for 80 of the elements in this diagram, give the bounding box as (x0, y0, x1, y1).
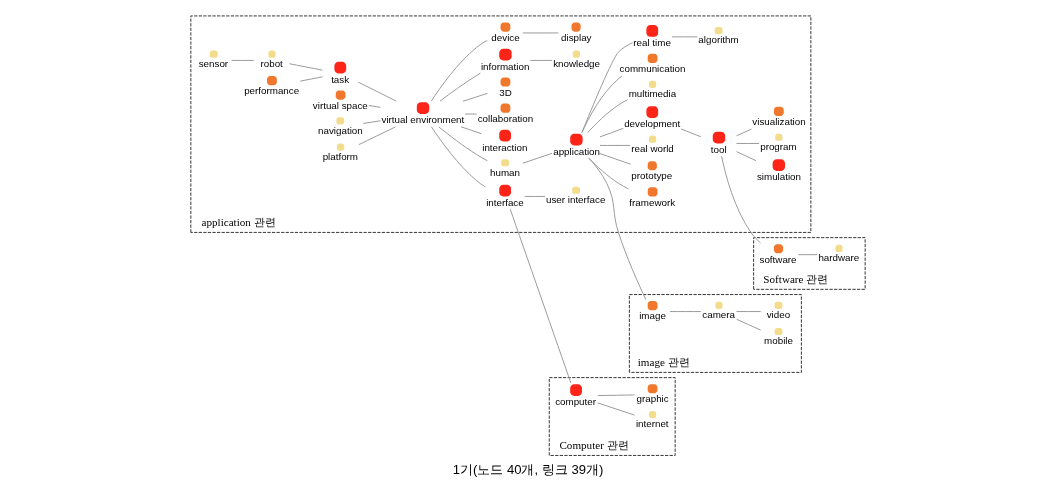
connector (430, 39, 488, 102)
node-label: camera (701, 309, 735, 321)
connector (362, 120, 381, 124)
node-label: graphic (636, 393, 669, 405)
connector (735, 151, 756, 162)
connector (367, 104, 381, 108)
node-label: 3D (498, 86, 512, 98)
caption: 1기(노드 40개, 링크 39개) (452, 461, 603, 477)
node-label: collaboration (477, 112, 533, 124)
connector (461, 92, 488, 102)
node-label: information (480, 60, 529, 72)
connector (529, 59, 552, 61)
node-label: image (638, 310, 666, 322)
connector (357, 81, 397, 102)
node-label: software (759, 253, 797, 265)
connector (230, 59, 254, 61)
node-label: display (560, 31, 592, 43)
connector (430, 126, 486, 188)
node-label: tool (710, 143, 727, 155)
node-label: user interface (545, 193, 605, 205)
node-label: real world (630, 142, 674, 154)
connector (735, 143, 760, 144)
connector (357, 126, 396, 146)
connector (599, 153, 631, 165)
connector (299, 76, 323, 82)
connector (580, 42, 633, 133)
node-label: device (490, 31, 520, 43)
connector (596, 394, 635, 397)
node-label: program (759, 141, 797, 153)
connector (288, 63, 323, 71)
node-label: internet (635, 418, 669, 430)
node-label: development (623, 118, 680, 130)
connector (521, 32, 559, 34)
connector (670, 36, 698, 38)
connector (581, 75, 622, 133)
connector (521, 152, 552, 164)
node-label: virtual space (312, 99, 368, 111)
node-label: hardware (817, 252, 859, 264)
node-label: prototype (630, 170, 672, 182)
connector (596, 402, 635, 416)
node-label: algorithm (697, 34, 739, 46)
node-label: sensor (198, 57, 228, 69)
connector (599, 127, 624, 138)
connector (464, 113, 477, 115)
node-label: computer (554, 396, 596, 408)
node-label: application (552, 145, 600, 157)
node-label: platform (322, 150, 358, 162)
connector (797, 254, 818, 256)
node-label: visualization (751, 116, 806, 128)
connector (439, 72, 481, 102)
node-label: navigation (317, 124, 363, 136)
connector (735, 318, 761, 331)
node-label: communication (619, 63, 685, 75)
connector (735, 128, 752, 137)
node-label: multimedia (628, 88, 676, 100)
node-label: task (330, 73, 349, 85)
connector (680, 128, 701, 138)
node-label: real time (632, 37, 671, 49)
connector (437, 126, 488, 162)
connector (523, 195, 546, 197)
node-label: performance (243, 85, 299, 97)
connector (588, 157, 646, 301)
node-label: simulation (756, 171, 801, 183)
connector (735, 311, 761, 313)
connector (720, 155, 761, 244)
node-label: mobile (763, 335, 793, 347)
node-label: video (766, 309, 790, 321)
connector (587, 157, 629, 190)
node-label: interface (485, 196, 524, 208)
node-label: framework (628, 196, 675, 208)
node-label: human (489, 166, 520, 178)
node-label: virtual environment (381, 114, 464, 126)
connector (669, 311, 701, 313)
connector (460, 126, 482, 135)
node-label: knowledge (552, 57, 600, 69)
node-label: interaction (481, 141, 527, 153)
connector (586, 99, 628, 134)
connector (599, 144, 631, 146)
node-label: robot (260, 57, 283, 69)
connector (509, 208, 571, 384)
